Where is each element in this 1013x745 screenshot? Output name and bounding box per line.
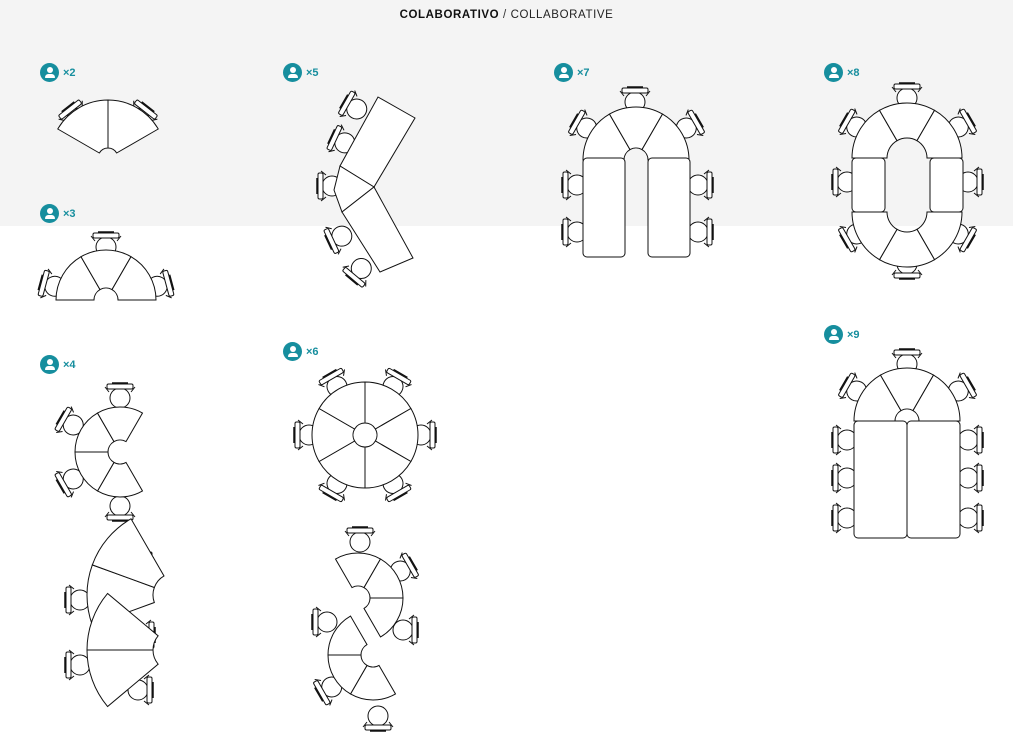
seat-badge-x9: ×9	[824, 325, 860, 344]
table-segment	[608, 106, 664, 151]
table-segment	[879, 367, 935, 412]
table-segment	[363, 597, 404, 638]
person-icon	[40, 355, 59, 374]
chair-icon	[54, 406, 84, 436]
chair-icon	[957, 424, 984, 456]
seat-badge-x6: ×6	[283, 342, 319, 361]
seat-count: ×6	[306, 345, 319, 358]
table-segment	[341, 186, 414, 273]
title-separator: /	[503, 9, 507, 21]
seat-badge-x2: ×2	[40, 63, 76, 82]
chair-icon	[957, 462, 984, 494]
seat-badge-x5: ×5	[283, 63, 319, 82]
table-segment	[107, 99, 159, 154]
chair-icon	[64, 584, 91, 616]
person-icon	[40, 204, 59, 223]
seat-badge-x3: ×3	[40, 204, 76, 223]
table-segment	[318, 381, 366, 430]
seat-count: ×2	[63, 66, 76, 79]
table-rect	[853, 420, 908, 539]
seat-count: ×5	[306, 66, 319, 79]
chair-icon	[838, 372, 868, 402]
person-icon	[283, 63, 302, 82]
seat-count: ×8	[847, 66, 860, 79]
person-icon	[824, 63, 843, 82]
chair-icon	[344, 526, 376, 553]
chair-icon	[831, 424, 858, 456]
table-rect	[929, 157, 964, 213]
chair-icon	[342, 257, 372, 288]
chair-icon	[957, 502, 984, 534]
table-segment	[111, 256, 157, 301]
table-segment	[374, 407, 419, 463]
chair-icon	[104, 382, 136, 409]
seat-count: ×4	[63, 358, 76, 371]
chair-icon	[561, 169, 588, 201]
person-icon	[554, 63, 573, 82]
seat-badge-x8: ×8	[824, 63, 860, 82]
table-rect	[851, 157, 886, 213]
chair-icon	[362, 705, 394, 732]
table-segment	[641, 113, 690, 161]
table-segment	[311, 407, 356, 463]
title-portuguese: COLABORATIVO	[399, 9, 500, 21]
chair-icon	[338, 90, 368, 120]
title-english: COLLABORATIVE	[510, 9, 614, 21]
person-icon	[283, 342, 302, 361]
seat-badge-x4: ×4	[40, 355, 76, 374]
table-rect	[906, 420, 961, 539]
chair-icon	[831, 462, 858, 494]
table-segment	[96, 406, 144, 443]
chair-icon	[323, 225, 353, 255]
table-rect	[647, 157, 691, 258]
seat-count: ×7	[577, 66, 590, 79]
table-segment	[851, 211, 898, 261]
table-segment	[86, 592, 159, 651]
table-segment	[57, 99, 109, 154]
chair-icon	[311, 606, 338, 638]
table-segment	[327, 615, 368, 656]
table-segment	[912, 374, 961, 422]
seat-count: ×3	[63, 207, 76, 220]
chair-icon	[831, 502, 858, 534]
page-title: COLABORATIVO / COLLABORATIVE	[0, 9, 1013, 21]
table-segment	[318, 440, 366, 489]
table-segment	[364, 440, 412, 489]
seat-count: ×9	[847, 328, 860, 341]
table-segment	[916, 109, 963, 159]
chair-icon	[326, 124, 356, 154]
chair-icon	[64, 649, 91, 681]
table-segment	[364, 381, 412, 430]
chair-icon	[687, 169, 714, 201]
person-icon	[824, 325, 843, 344]
table-rect	[582, 157, 626, 258]
table-segment	[91, 518, 165, 589]
chair-icon	[687, 216, 714, 248]
table-segment	[853, 374, 902, 422]
table-segment	[582, 113, 631, 161]
chair-icon	[104, 495, 136, 522]
chair-icon	[392, 614, 419, 646]
person-icon	[40, 63, 59, 82]
chair-icon	[561, 216, 588, 248]
seat-badge-x7: ×7	[554, 63, 590, 82]
